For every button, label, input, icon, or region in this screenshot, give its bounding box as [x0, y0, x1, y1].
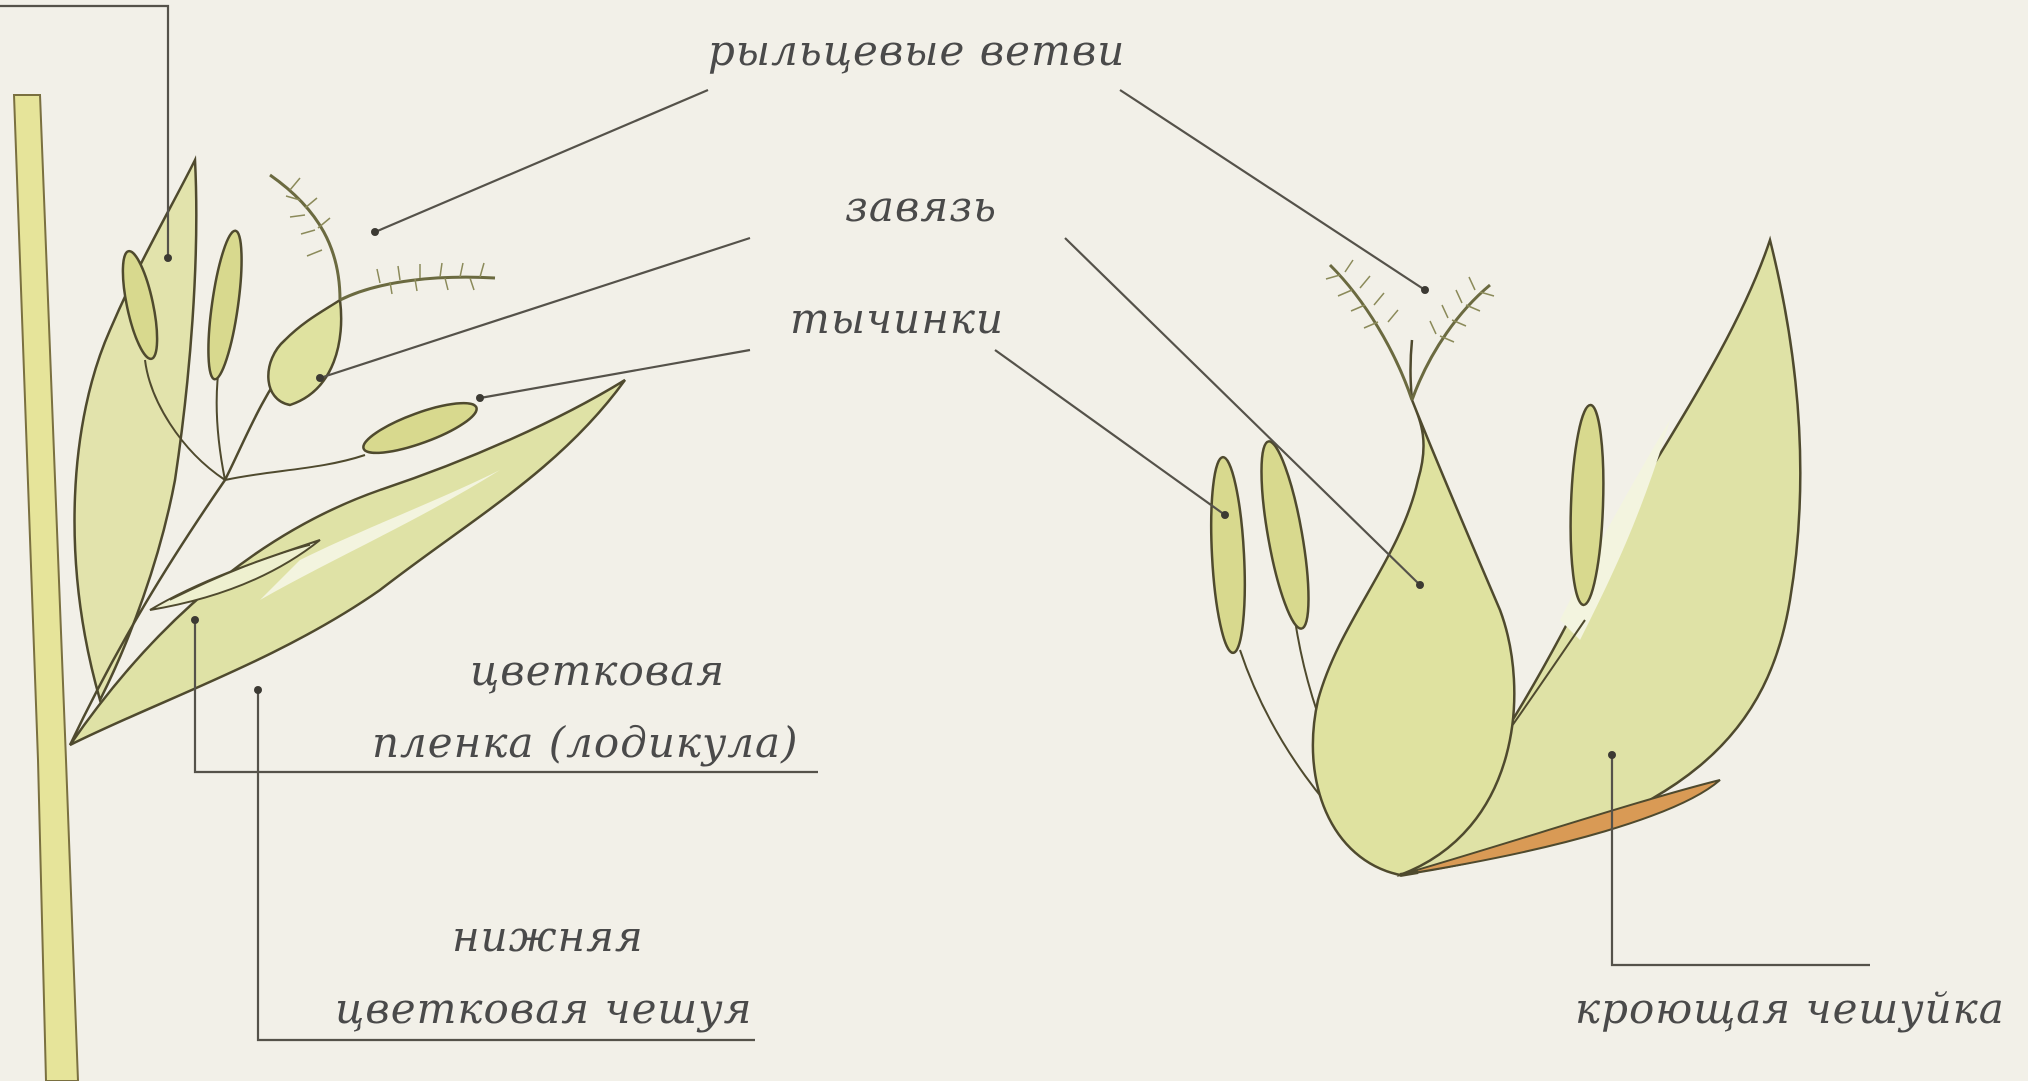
anther [1252, 438, 1318, 631]
label-lower-lemma-line2: цветковая чешуя [335, 988, 752, 1030]
anther [358, 393, 481, 462]
stigma [1330, 265, 1412, 400]
ovary [268, 300, 341, 405]
leader-stamens-right [995, 350, 1225, 515]
leader-ovary-left [320, 238, 750, 378]
leader-stigma-left [375, 90, 708, 232]
label-lodicule-line2: пленка (лодикула) [372, 722, 798, 764]
label-bract: кроющая чешуйка [1575, 988, 2005, 1030]
label-stigma-branches: рыльцевые ветви [708, 30, 1125, 72]
label-lodicule-line1: цветковая [470, 650, 725, 692]
leader-stigma-right [1120, 90, 1425, 290]
ovary [1313, 400, 1514, 875]
label-lower-lemma-line1: нижняя [452, 916, 644, 958]
label-ovary: завязь [845, 186, 997, 228]
anther [1207, 456, 1249, 653]
stigma [1412, 285, 1490, 400]
right-flower [1207, 240, 1801, 875]
stigma [340, 277, 495, 300]
stigma [270, 175, 340, 300]
stem [14, 95, 78, 1081]
label-stamens: тычинки [790, 298, 1004, 340]
anther [202, 229, 249, 381]
